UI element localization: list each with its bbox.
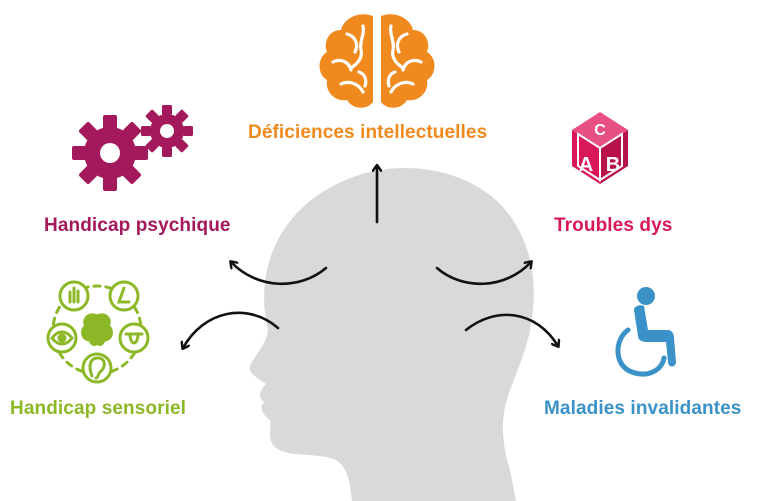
arrow-disabling xyxy=(464,313,558,346)
svg-text:B: B xyxy=(606,154,620,176)
label-disabling: Maladies invalidantes xyxy=(544,398,742,419)
label-sensory: Handicap sensoriel xyxy=(10,398,187,419)
svg-text:C: C xyxy=(594,122,606,139)
svg-text:A: A xyxy=(579,154,593,176)
head-silhouette-icon xyxy=(249,168,534,501)
brain-icon xyxy=(319,14,435,108)
gears-icon xyxy=(72,105,193,191)
senses-icon xyxy=(46,280,150,384)
label-dys: Troubles dys xyxy=(554,215,673,236)
wheelchair-icon xyxy=(615,287,676,377)
arrow-sensory xyxy=(183,311,280,348)
arrow-psychic xyxy=(231,262,328,286)
arrow-dys xyxy=(435,262,531,286)
abc-block-icon: C A B xyxy=(572,112,628,184)
label-psychic: Handicap psychique xyxy=(44,215,231,236)
label-intellectual: Déficiences intellectuelles xyxy=(248,122,488,143)
